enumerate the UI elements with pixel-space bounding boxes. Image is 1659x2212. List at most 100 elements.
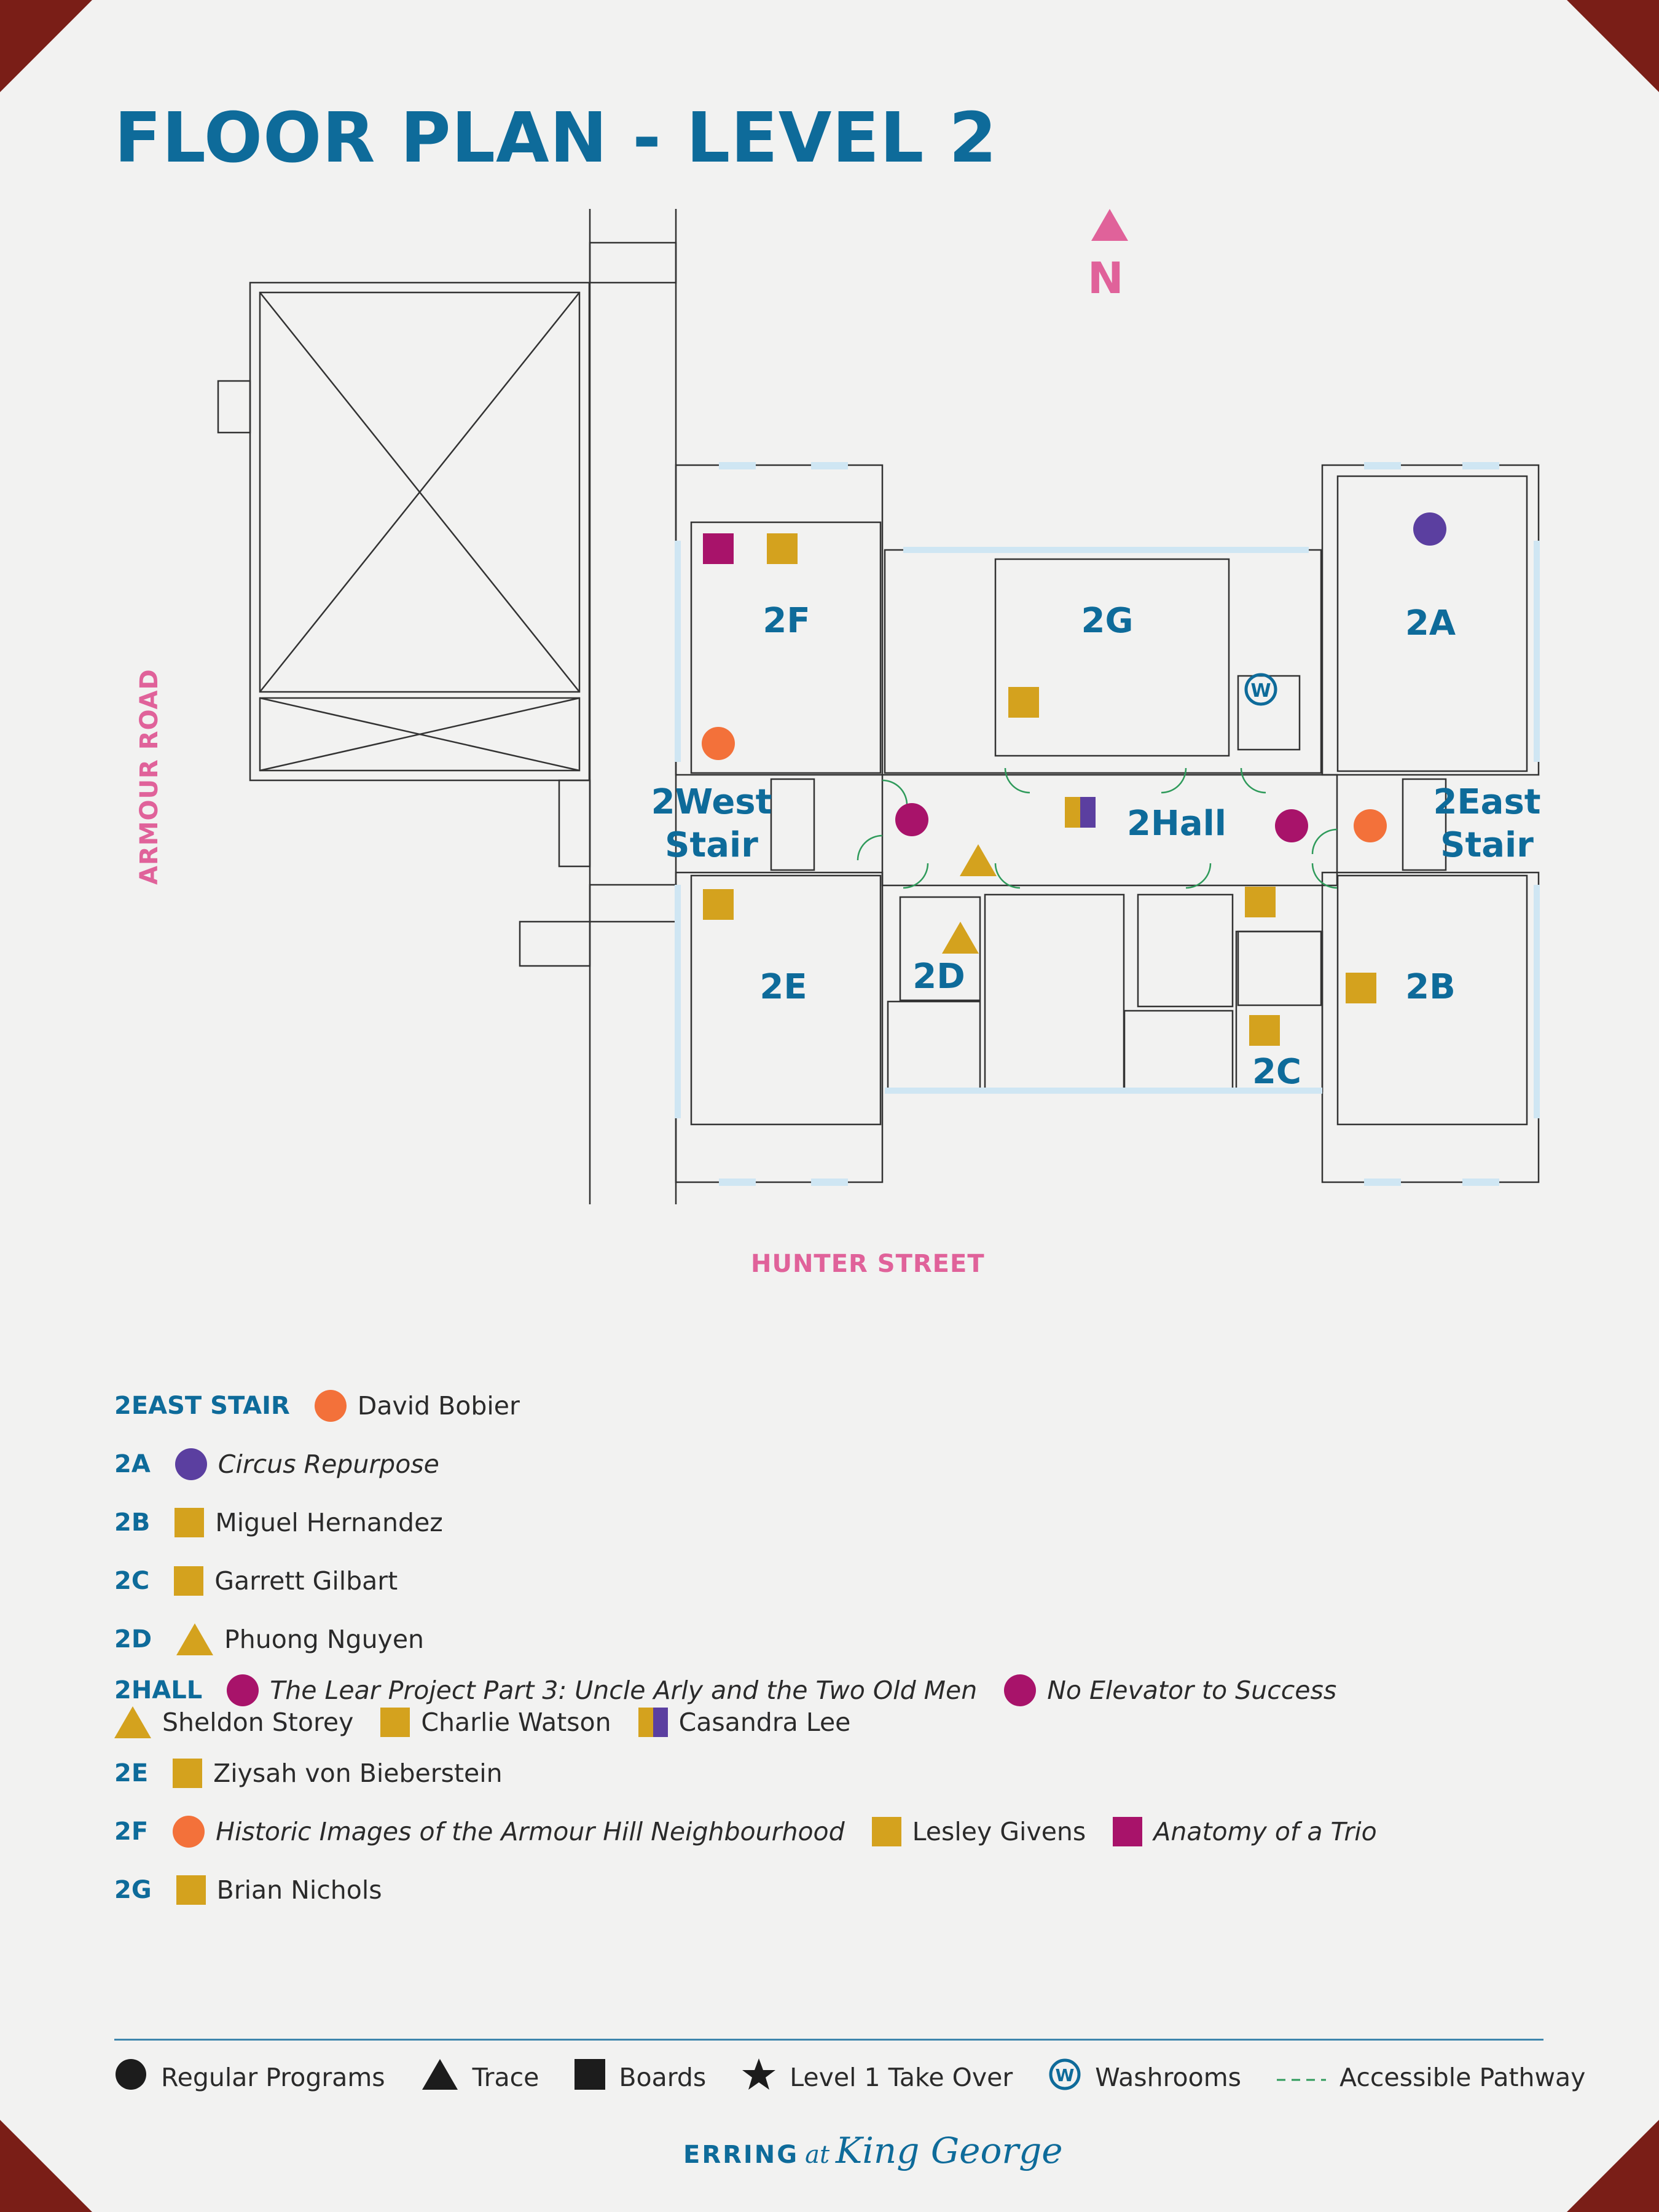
legend-room: 2B — [114, 1508, 151, 1537]
legend-item-label: Garrett Gilbart — [214, 1566, 398, 1596]
legend-item-label: Circus Repurpose — [218, 1449, 439, 1479]
legend-row: 2C Garrett Gilbart — [114, 1558, 1546, 1604]
door-swing — [1311, 828, 1338, 855]
legend-row: 2EAST STAIR David Bobier — [114, 1382, 1546, 1429]
legend-item-label: Historic Images of the Armour Hill Neigh… — [216, 1817, 845, 1846]
legend-item: Phuong Nguyen — [176, 1623, 424, 1655]
door-swing — [903, 863, 929, 889]
key-trace: Trace — [421, 2058, 539, 2097]
window — [1534, 885, 1540, 1118]
circle-icon — [227, 1674, 259, 1706]
square-icon — [175, 1508, 205, 1537]
key-level1-takeover: Level 1 Take Over — [742, 2057, 1013, 2098]
plan-marker-hall-program — [895, 803, 928, 836]
room-outline-2a — [1336, 475, 1528, 772]
window — [1364, 462, 1401, 469]
triangle-icon — [176, 1623, 214, 1655]
legend-item-label: Charlie Watson — [421, 1708, 611, 1737]
legend-item: Garrett Gilbart — [174, 1566, 398, 1596]
legend-item: Lesley Givens — [871, 1817, 1086, 1846]
square-icon — [1113, 1817, 1143, 1846]
room-outline-2f — [690, 521, 882, 774]
key-accessible-pathway: Accessible Pathway — [1277, 2063, 1585, 2092]
window — [811, 1179, 848, 1186]
square-icon — [380, 1708, 410, 1737]
legend-item-label: Ziysah von Bieberstein — [213, 1759, 503, 1788]
plan-marker-hall-trace — [960, 844, 997, 876]
window — [1462, 462, 1499, 469]
room-outline-small — [887, 1000, 981, 1092]
room-label-2d: 2D — [912, 957, 965, 997]
room-outline-2b-outer — [1321, 871, 1540, 1183]
room-label-2g: 2G — [1081, 601, 1134, 641]
key-label: Boards — [619, 2063, 707, 2092]
key-label: Trace — [472, 2063, 539, 2092]
plan-marker-2f-program — [767, 533, 798, 564]
washroom-icon — [1244, 673, 1277, 706]
legend-item: Miguel Hernandez — [175, 1508, 443, 1537]
legend-item-label: Phuong Nguyen — [224, 1625, 425, 1654]
legend-item: Historic Images of the Armour Hill Neigh… — [173, 1816, 845, 1848]
annex-cross — [259, 697, 580, 772]
symbol-key: Regular Programs Trace Boards Level 1 Ta… — [114, 2055, 1621, 2100]
plan-marker-hall-program — [1065, 797, 1096, 828]
annex-inner — [259, 291, 581, 693]
divider — [114, 2039, 1543, 2041]
legend-item: No Elevator to Success — [1004, 1674, 1336, 1706]
key-label: Regular Programs — [161, 2063, 385, 2092]
corner-decoration — [1567, 2120, 1659, 2212]
window — [1364, 1179, 1401, 1186]
room-label-hall: 2Hall — [1126, 804, 1226, 844]
legend-item-label: Casandra Lee — [678, 1708, 851, 1737]
plan-marker-2e-program — [703, 889, 734, 920]
door-swing — [882, 779, 908, 806]
plan-marker-2a-program — [1413, 512, 1446, 546]
legend-room: 2C — [114, 1567, 150, 1595]
legend-item-label: The Lear Project Part 3: Uncle Arly and … — [270, 1676, 978, 1705]
circle-icon — [114, 2058, 147, 2097]
legend-room: 2EAST STAIR — [114, 1392, 290, 1420]
split-square-icon — [638, 1708, 668, 1737]
window — [719, 1179, 756, 1186]
door-swing — [1311, 863, 1338, 889]
plan-marker-hall-program — [1245, 887, 1276, 917]
legend-item: Ziysah von Bieberstein — [173, 1759, 503, 1788]
legend-item-label: David Bobier — [357, 1391, 520, 1421]
legend-item-label: Anatomy of a Trio — [1153, 1817, 1377, 1846]
legend-item-label: Brian Nichols — [216, 1875, 382, 1905]
stair-block — [589, 241, 677, 284]
legend-item-label: Sheldon Storey — [162, 1708, 354, 1737]
stair-block — [519, 920, 591, 967]
stair-2c — [1237, 930, 1322, 1006]
window — [719, 462, 756, 469]
hall-outline — [881, 774, 1338, 887]
corner-decoration — [1567, 0, 1659, 92]
plan-marker-2g-program — [1008, 687, 1039, 718]
window — [1534, 541, 1540, 762]
floor-plan-drawing: W — [217, 209, 1540, 1204]
square-icon — [176, 1875, 206, 1905]
corner-decoration — [0, 0, 92, 92]
legend-item: David Bobier — [314, 1390, 520, 1422]
door-swing — [1185, 863, 1212, 889]
annex-step — [558, 779, 591, 868]
legend-room: 2D — [114, 1625, 152, 1653]
square-icon — [871, 1817, 901, 1846]
corner-decoration — [0, 2120, 92, 2212]
legend-item: Brian Nichols — [176, 1875, 382, 1905]
plan-marker-2c-program — [1249, 1015, 1280, 1046]
street-label-west: ARMOUR ROAD — [135, 669, 163, 885]
legend-room: 2F — [114, 1818, 149, 1846]
plan-marker-hall-program — [1275, 809, 1308, 842]
plan-marker-2b-program — [1346, 973, 1376, 1003]
legend-item-label: No Elevator to Success — [1047, 1676, 1337, 1705]
key-boards: Boards — [575, 2059, 706, 2096]
legend-room: 2HALL — [114, 1676, 203, 1704]
dashed-line-icon — [1277, 2063, 1327, 2092]
legend-row: 2F Historic Images of the Armour Hill Nei… — [114, 1808, 1546, 1855]
star-icon — [742, 2057, 776, 2098]
